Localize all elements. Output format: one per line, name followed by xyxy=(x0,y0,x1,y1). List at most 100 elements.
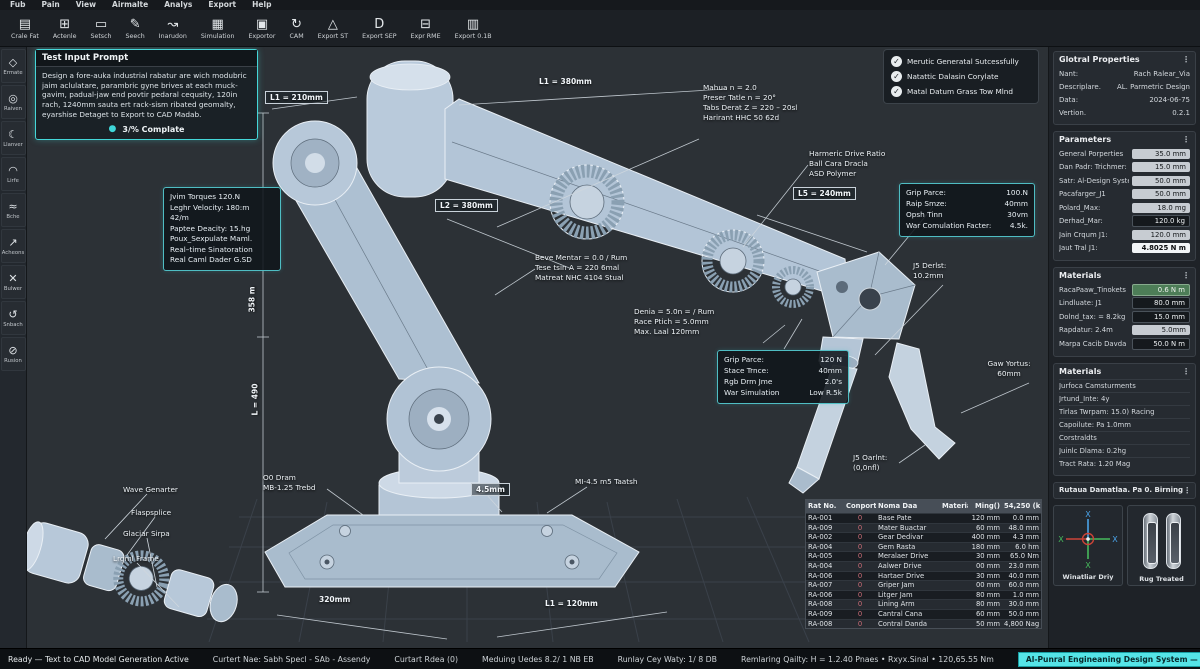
notification-text: Merutic Generatal Sutcessfully xyxy=(907,57,1019,66)
material-value-field[interactable]: 80.0 mm xyxy=(1132,297,1190,310)
annotation-line: J5 Derlst: xyxy=(913,261,947,270)
svg-text:X: X xyxy=(1085,561,1091,570)
prompt-panel: Test Input Prompt Design a fore-auka ind… xyxy=(35,49,258,141)
material-value-field[interactable]: 0.6 N m xyxy=(1132,283,1190,296)
parameter-value-field[interactable]: 120.0 mm xyxy=(1132,229,1190,240)
exploded-label-2: Flaspsplice xyxy=(131,508,172,517)
toolbar-button[interactable]: ▦ Simulation xyxy=(194,10,242,46)
material-value-field[interactable]: 50.0 N m xyxy=(1132,337,1190,350)
tool-button[interactable]: ◎ Raiven xyxy=(0,85,26,119)
notification-text: Matal Datum Grass Tow Mlnd xyxy=(907,87,1014,96)
bom-cell: 00 mm xyxy=(975,561,1000,570)
table-row[interactable]: RA-009 0 Cantral Cana 60 mm 50.0 mm xyxy=(806,608,1041,619)
bom-header-cell: Noma Daa xyxy=(878,502,918,510)
tool-button[interactable]: ↗ Acheons xyxy=(0,229,26,263)
status-rdea: Curtart Rdea (0) xyxy=(394,654,459,664)
annotation-line: Paptee Deacity: 15.hg xyxy=(170,223,251,233)
tool-button[interactable]: ≈ Bche xyxy=(0,193,26,227)
bom-cell: 60.0 mm xyxy=(1008,581,1039,590)
menu-item[interactable]: View xyxy=(75,0,97,9)
kebab-menu-icon[interactable]: ⋮ xyxy=(1182,55,1190,64)
tool-button[interactable]: ◇ Ermate xyxy=(0,49,26,83)
toolbar-button[interactable]: ▤ Crale Fat xyxy=(4,10,46,46)
toolbar-button[interactable]: ↝ Inarudon xyxy=(152,10,194,46)
material-value-field[interactable]: 15.0 mm xyxy=(1132,310,1190,323)
treated-parts-box[interactable]: Rug Treated xyxy=(1127,504,1196,586)
bom-cell: Aalwer Drive xyxy=(878,561,922,570)
annotation-line: Jvim Torques 120.N xyxy=(170,192,241,201)
toolbar-button[interactable]: ↻ CAM xyxy=(283,10,311,46)
tool-button[interactable]: ↺ Snbach xyxy=(0,301,26,335)
table-row[interactable]: RA-006 0 Hartaer Drive 30 mm 40.0 mm xyxy=(806,570,1041,581)
parameter-value-field[interactable]: 35.0 mm xyxy=(1132,148,1190,159)
bom-cell: 0 xyxy=(857,533,863,542)
parameter-value-field[interactable]: 18.0 mg xyxy=(1132,202,1190,213)
toolbar-button[interactable]: ⊞ Actenle xyxy=(46,10,84,46)
toolbar-label: Actenle xyxy=(52,32,77,40)
kebab-menu-icon[interactable]: ⋮ xyxy=(1182,271,1190,280)
annotation-value: 100.N xyxy=(1006,188,1028,197)
bom-cell: 30.0 mm xyxy=(1008,600,1039,609)
table-row[interactable]: RA-004 0 Aalwer Drive 00 mm 23.0 mm xyxy=(806,560,1041,571)
tool-button[interactable]: ◠ Lirfe xyxy=(0,157,26,191)
parameter-row: Jaut Tral J1: 4.8025 N m xyxy=(1059,242,1190,256)
table-row[interactable]: RA-002 0 Gear Dedivar 400 mm 4.3 mm xyxy=(806,532,1041,542)
menu-item[interactable]: Fub xyxy=(10,0,26,9)
damatlaa-bar[interactable]: Rutaua Damatlaa. Pa 0. Birning ⋮ xyxy=(1053,481,1196,499)
orientation-gizmo-box[interactable]: X X X X Winatliar Driy xyxy=(1053,504,1123,586)
table-row[interactable]: RA-005 0 Meralaer Drive 30 mm 65.0 Nm xyxy=(806,551,1041,561)
bom-cell: 50.0 mm xyxy=(1008,609,1039,618)
bom-cell: 400 mm xyxy=(971,533,1000,542)
parameter-value-field[interactable]: 4.8025 N m xyxy=(1132,243,1190,254)
material-value-field[interactable]: 5.0mm xyxy=(1132,325,1190,336)
annotation-label: Opsh Tinn xyxy=(906,209,943,219)
tool-button[interactable]: ✕ Bulwer xyxy=(0,265,26,299)
tool-label: Ermate xyxy=(3,70,23,76)
bom-cell: Meralaer Drive xyxy=(878,552,929,561)
tool-button[interactable]: ⊘ Rusion xyxy=(0,337,26,371)
toolbar-button[interactable]: D Export SEP xyxy=(355,10,403,46)
property-value: AL. Parmetric Design xyxy=(1116,82,1190,91)
toolbar-button[interactable]: ▭ Setsch xyxy=(83,10,118,46)
table-row[interactable]: RA-008 0 Contral Danda 50 mm 4,800 Nag xyxy=(806,618,1041,629)
table-row[interactable]: RA-009 0 Mater Buactar 60 mm 48.0 mm xyxy=(806,522,1041,533)
annotation-line: Poux_Sexpulate Maml. xyxy=(170,234,253,244)
panel-title: Materials xyxy=(1059,366,1102,376)
dim-l2-380: L2 = 380mm xyxy=(435,199,498,212)
gizmo-row: X X X X Winatliar Driy Rug Treated xyxy=(1053,504,1196,586)
tool-icon: ≈ xyxy=(8,200,18,213)
parameter-value-field[interactable]: 120.0 kg xyxy=(1132,215,1190,228)
bom-header-row: Rat No.ConportardNoma DaaMaterialMing()5… xyxy=(806,500,1041,513)
toolbar-button[interactable]: ✎ Seech xyxy=(119,10,152,46)
table-row[interactable]: RA-008 0 Lining Arm 80 mm 30.0 mm xyxy=(806,599,1041,609)
material-label: Rapdatur: 2.4m xyxy=(1059,326,1113,335)
kebab-menu-icon[interactable]: ⋮ xyxy=(1183,485,1192,495)
property-value: 2024-06-75 xyxy=(1149,95,1190,104)
toolbar-button[interactable]: ▣ Exportor xyxy=(241,10,282,46)
menu-item[interactable]: Analys xyxy=(164,0,193,9)
parameter-value-field[interactable]: 15.0 mm xyxy=(1132,162,1190,173)
tool-button[interactable]: ☾ Llanver xyxy=(0,121,26,155)
table-row[interactable]: RA-006 0 Litger Jam 80 mm 1.0 mm xyxy=(806,589,1041,600)
table-row[interactable]: RA-004 0 Gem Rasta 180 mm 6.0 hm xyxy=(806,541,1041,552)
menu-item[interactable]: Help xyxy=(252,0,272,9)
menu-item[interactable]: Airmalte xyxy=(112,0,149,9)
bom-cell: 0 xyxy=(857,600,863,609)
toolbar-button[interactable]: ⊟ Expr RME xyxy=(404,10,448,46)
bom-header-cell: Ming() xyxy=(974,502,1000,510)
toolbar-button[interactable]: ▥ Export 0.1B xyxy=(448,10,499,46)
parameter-value-field[interactable]: 50.0 mm xyxy=(1132,189,1190,200)
table-row[interactable]: RA-007 0 Griper Jam 00 mm 60.0 mm xyxy=(806,580,1041,590)
toolbar-button[interactable]: △ Export ST xyxy=(311,10,355,46)
kebab-menu-icon[interactable]: ⋮ xyxy=(1182,366,1190,376)
toolbar-icon: ⊟ xyxy=(420,16,431,32)
table-row[interactable]: RA-001 0 Base Pate 120 mm 0.0 mm xyxy=(806,513,1041,523)
progress-text: 3/% Complate xyxy=(122,125,185,135)
parameter-value-field[interactable]: 50.0 mm xyxy=(1132,175,1190,186)
parameter-row: Derhad_Mar: 120.0 kg xyxy=(1059,215,1190,229)
menu-item[interactable]: Pain xyxy=(41,0,60,9)
cad-viewport[interactable]: Test Input Prompt Design a fore-auka ind… xyxy=(27,47,1048,648)
robot-base xyxy=(264,438,640,588)
menu-item[interactable]: Export xyxy=(208,0,237,9)
kebab-menu-icon[interactable]: ⋮ xyxy=(1182,135,1190,144)
